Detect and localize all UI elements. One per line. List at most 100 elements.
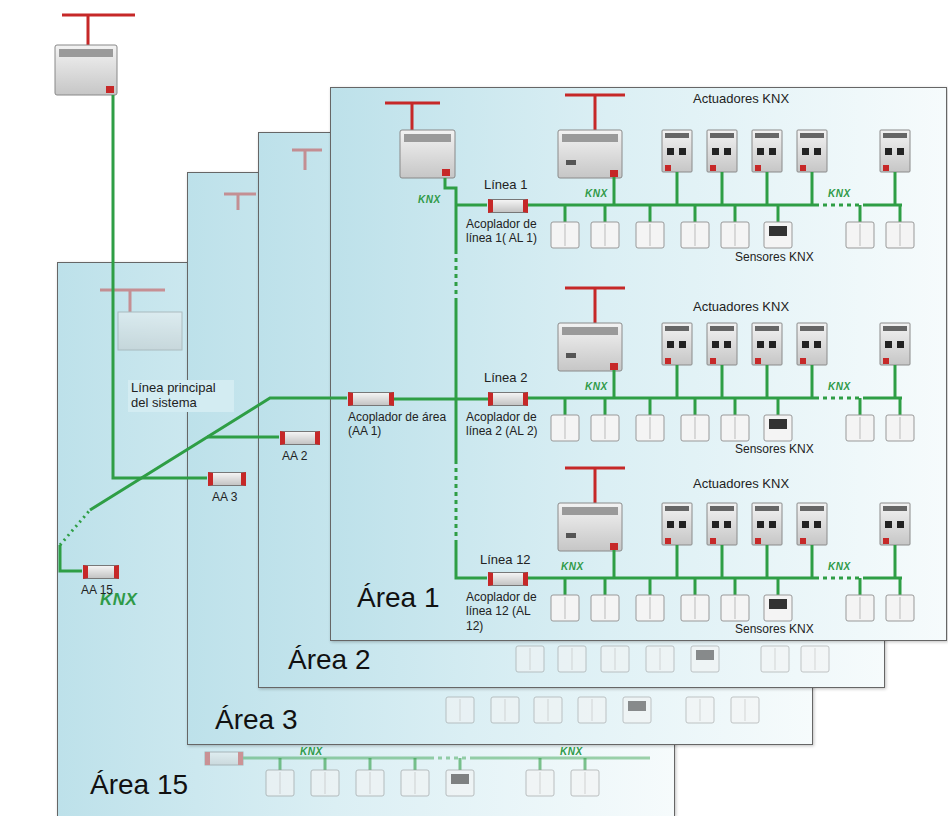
bus-drop [369, 758, 372, 770]
actuator-button [757, 341, 764, 348]
line-coupler [205, 752, 243, 765]
sensor [311, 770, 339, 796]
actuator-terminal [883, 358, 889, 364]
area-line [455, 250, 458, 540]
actuator-button [802, 148, 809, 155]
actuator-terminals [665, 506, 689, 511]
coupler-terminal [205, 752, 210, 765]
power-supply [558, 130, 622, 178]
bus-drop [649, 398, 652, 415]
bus-line [865, 577, 902, 580]
actuator-terminal [710, 358, 716, 364]
actuator-terminal [710, 538, 716, 544]
bus-drop [899, 205, 902, 222]
bus-drop [721, 365, 724, 398]
switch-rocker [572, 648, 573, 670]
sensor [591, 415, 619, 441]
actuator-button [724, 521, 731, 528]
actuator-terminal [665, 358, 671, 364]
switch-rocker [615, 648, 616, 670]
sensor [516, 646, 544, 672]
switch-rocker [900, 224, 901, 246]
power-wire [224, 194, 256, 210]
main-line [207, 436, 279, 439]
power-supply-detail [562, 507, 618, 515]
bus-line [430, 757, 470, 760]
area-title: Área 1 [357, 583, 440, 614]
switch-rocker [565, 597, 566, 619]
sensor [551, 222, 579, 248]
bus-drop [721, 545, 724, 578]
thermostat-display [769, 599, 787, 609]
actuator-button [667, 148, 674, 155]
actuator-terminal [755, 358, 761, 364]
switch-rocker [735, 597, 736, 619]
thermostat-display [451, 774, 469, 784]
bus-drop [694, 398, 697, 415]
switch-rocker [605, 417, 606, 439]
switch-rocker [605, 597, 606, 619]
device-group-label: Sensores KNX [735, 251, 814, 265]
area-line [445, 178, 487, 578]
actuator [707, 503, 737, 545]
coupler-device: Acoplador de línea 1( AL 1) [488, 199, 528, 213]
switch-rocker [815, 648, 816, 670]
actuator-button [814, 341, 821, 348]
bus-drop [811, 545, 814, 578]
bus-line [527, 577, 815, 580]
bus-drop [694, 578, 697, 595]
sensor [591, 595, 619, 621]
bus-drop [734, 398, 737, 415]
knx-logo: KNX [828, 188, 851, 200]
sensor [446, 697, 474, 723]
sensor [558, 646, 586, 672]
bus-drop [604, 578, 607, 595]
actuator-terminals [665, 326, 689, 331]
bus-drop [721, 172, 724, 205]
bus-line [527, 397, 815, 400]
power-wire [565, 95, 625, 130]
actuator-button [667, 341, 674, 348]
bus-line [815, 397, 865, 400]
actuator [752, 323, 782, 365]
sensor [691, 646, 719, 672]
device-group-label: Actuadores KNX [693, 477, 789, 492]
coupler-label: AA 2 [282, 449, 332, 463]
power-wire [385, 103, 440, 130]
device-group-label: Línea 1 [484, 178, 527, 193]
knx-logo: KNX [418, 194, 441, 206]
switch-rocker [540, 772, 541, 794]
sensor [761, 646, 789, 672]
power-supply-detail [562, 327, 618, 335]
actuator [797, 130, 827, 172]
sensor [491, 697, 519, 723]
bus-drop [766, 545, 769, 578]
actuator-terminal [755, 538, 761, 544]
bus-drop [539, 758, 542, 770]
actuator-terminal [710, 165, 716, 171]
knx-logo: KNX [828, 561, 851, 573]
bus-drop [734, 578, 737, 595]
sensor [646, 646, 674, 672]
switch-rocker [605, 224, 606, 246]
actuator-button [712, 521, 719, 528]
actuator-terminal [800, 358, 806, 364]
actuator [880, 130, 910, 172]
area-title: Área 2 [288, 645, 371, 676]
power-wire [565, 468, 625, 503]
sensor [764, 415, 792, 441]
sensor [623, 697, 651, 723]
bus-drop [604, 398, 607, 415]
bus-drop [694, 205, 697, 222]
actuator-terminals [883, 133, 907, 138]
actuator-terminal [883, 165, 889, 171]
bus-drop [777, 205, 780, 222]
sensor [636, 222, 664, 248]
device-group-label: Línea 2 [484, 371, 527, 386]
bus-drop [676, 545, 679, 578]
actuator-terminals [665, 133, 689, 138]
bus-drop [564, 205, 567, 222]
rear-area-sensors [266, 646, 829, 796]
bus-drop [604, 205, 607, 222]
switch-rocker [325, 772, 326, 794]
